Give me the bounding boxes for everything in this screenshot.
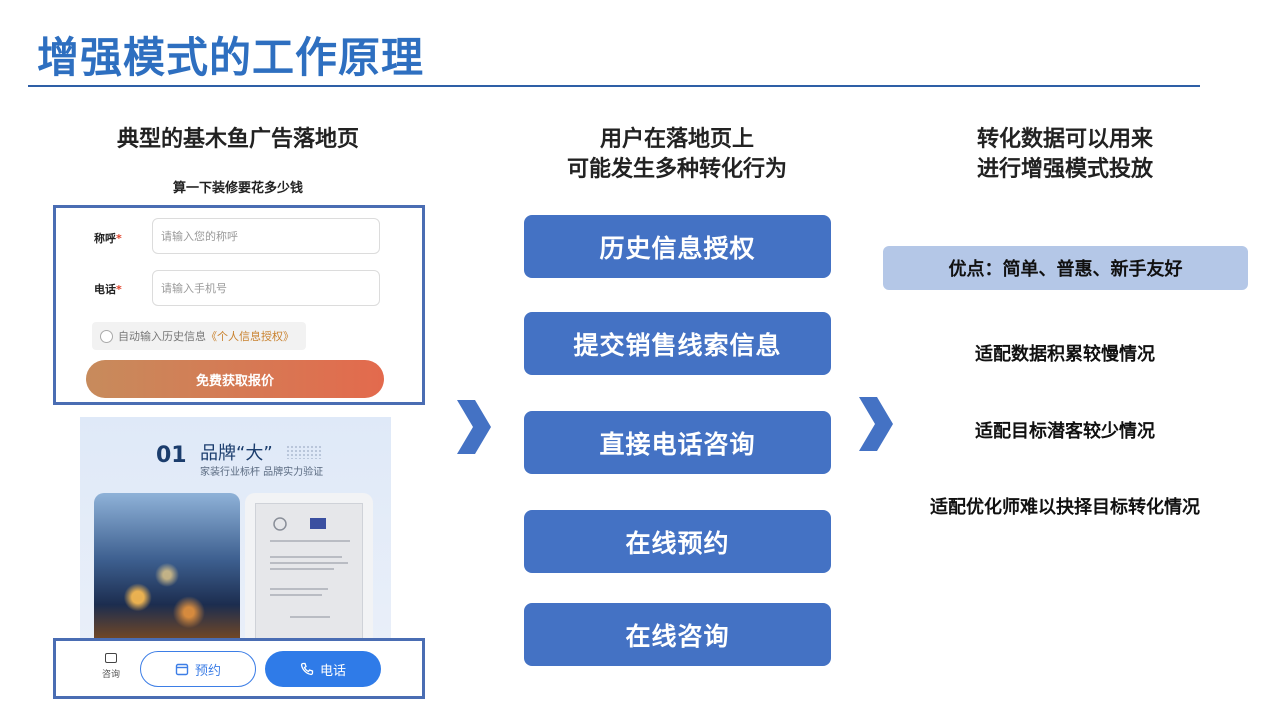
chat-button[interactable]: 咨询 bbox=[94, 653, 128, 680]
slide-title: 增强模式的工作原理 bbox=[37, 33, 425, 82]
phone-input[interactable]: 请输入手机号 bbox=[152, 270, 380, 306]
promo-subtitle: 家装行业标杆 品牌实力验证 bbox=[200, 467, 324, 478]
conversion-heading: 用户在落地页上 可能发生多种转化行为 bbox=[512, 125, 842, 185]
scenario-hard-choice: 适配优化师难以抉择目标转化情况 bbox=[930, 497, 1200, 518]
consent-checkbox-row[interactable]: 自动输入历史信息 《个人信息授权》 bbox=[92, 322, 306, 350]
enhanced-mode-heading-line1: 转化数据可以用来 bbox=[976, 127, 1153, 152]
action-history-authorization: 历史信息授权 bbox=[524, 215, 831, 278]
advantages-box: 优点：简单、普惠、新手友好 bbox=[883, 246, 1248, 290]
title-divider bbox=[28, 85, 1200, 87]
chevron-right-icon bbox=[457, 400, 491, 454]
scenario-slow-data: 适配数据积累较慢情况 bbox=[975, 344, 1155, 365]
dot-pattern-decoration bbox=[286, 445, 322, 459]
bottom-action-bar: 咨询 预约 电话 bbox=[53, 638, 425, 699]
conversion-heading-line2: 可能发生多种转化行为 bbox=[566, 157, 787, 182]
chat-label: 咨询 bbox=[101, 670, 120, 680]
promo-title: 品牌“大” bbox=[200, 443, 273, 464]
phone-call-button[interactable]: 电话 bbox=[265, 651, 381, 687]
enhanced-mode-heading: 转化数据可以用来 进行增强模式投放 bbox=[900, 125, 1230, 185]
name-field-label: 称呼* bbox=[94, 232, 122, 245]
book-label: 预约 bbox=[194, 663, 221, 679]
name-input[interactable]: 请输入您的称呼 bbox=[152, 218, 380, 254]
landing-page-heading: 典型的基木鱼广告落地页 bbox=[116, 127, 359, 152]
scenario-few-prospects: 适配目标潜客较少情况 bbox=[975, 421, 1155, 442]
city-night-image bbox=[94, 493, 240, 642]
privacy-authorization-link[interactable]: 《个人信息授权》 bbox=[206, 330, 294, 343]
conversion-heading-line1: 用户在落地页上 bbox=[599, 127, 754, 152]
book-appointment-button[interactable]: 预约 bbox=[140, 651, 256, 687]
mock-page-subtitle: 算一下装修要花多少钱 bbox=[172, 181, 303, 196]
enhanced-mode-heading-line2: 进行增强模式投放 bbox=[976, 157, 1153, 182]
certificate-image bbox=[245, 493, 373, 642]
chat-bubble-icon bbox=[105, 653, 117, 663]
call-label: 电话 bbox=[319, 663, 346, 679]
certificate-logo-icon bbox=[273, 517, 326, 531]
calendar-icon bbox=[175, 663, 189, 676]
action-online-consult: 在线咨询 bbox=[524, 603, 831, 666]
action-online-booking: 在线预约 bbox=[524, 510, 831, 573]
chevron-right-icon bbox=[859, 397, 893, 451]
action-phone-consult: 直接电话咨询 bbox=[524, 411, 831, 474]
action-submit-lead: 提交销售线索信息 bbox=[524, 312, 831, 375]
lead-form-panel: 称呼* 请输入您的称呼 电话* 请输入手机号 自动输入历史信息 《个人信息授权》… bbox=[53, 205, 425, 405]
promo-number: 01 bbox=[156, 443, 187, 468]
get-quote-button[interactable]: 免费获取报价 bbox=[86, 360, 384, 398]
name-placeholder: 请输入您的称呼 bbox=[161, 230, 238, 243]
consent-text: 自动输入历史信息 bbox=[118, 330, 206, 343]
brand-promo-banner: 01 品牌“大” 家装行业标杆 品牌实力验证 bbox=[80, 417, 391, 642]
phone-placeholder: 请输入手机号 bbox=[161, 282, 227, 295]
phone-icon bbox=[300, 662, 314, 676]
phone-field-label: 电话* bbox=[94, 283, 122, 296]
consent-radio-icon[interactable] bbox=[100, 329, 113, 343]
